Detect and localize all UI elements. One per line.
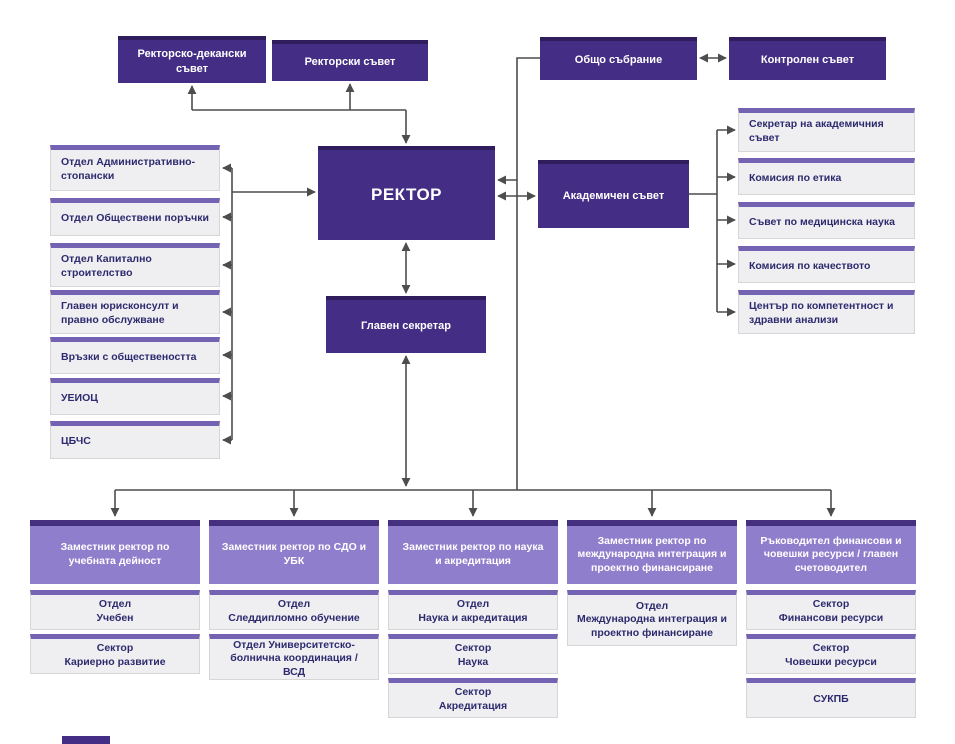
node-akademichen-savet: Академичен съвет	[538, 160, 689, 228]
unit-otdel-kapitalno-stroitelstvo: Отдел Капитално строителство	[50, 243, 220, 287]
unit-otdel-mezhdunarodna-integracia: Отдел Международна интеграция и проектно…	[567, 590, 737, 646]
unit-sektor-akreditacia: Сектор Акредитация	[388, 678, 558, 718]
node-rektorsko-dekanski-savet: Ректорско-декански съвет	[118, 36, 266, 83]
unit-ueioc: УЕИОЦ	[50, 378, 220, 415]
unit-otdel-obshtestveni-porachki: Отдел Обществени поръчки	[50, 198, 220, 236]
node-rakovoditel-finansovi-choveshki-resursi: Ръководител финансови и човешки ресурси …	[746, 520, 916, 584]
unit-otdel-nauka-akreditacia: Отдел Наука и акредитация	[388, 590, 558, 630]
unit-komisia-etika: Комисия по етика	[738, 158, 915, 195]
partial-box-bottom	[62, 736, 110, 744]
unit-sektor-choveshki-resursi: Сектор Човешки ресурси	[746, 634, 916, 674]
node-rektorski-savet: Ректорски съвет	[272, 40, 428, 81]
unit-otdel-ucheben: Отдел Учебен	[30, 590, 200, 630]
node-rektor: РЕКТОР	[318, 146, 495, 240]
unit-centar-kompetentnost: Център по компетентност и здравни анализ…	[738, 290, 915, 334]
unit-vrazki-s-obshtestvenostta: Връзки с обществеността	[50, 337, 220, 374]
unit-komisia-kachestvoto: Комисия по качеството	[738, 246, 915, 283]
unit-sekretar-akademichen-savet: Секретар на академичния съвет	[738, 108, 915, 152]
node-zam-rektor-mezhdunarodna-integracia: Заместник ректор по международна интегра…	[567, 520, 737, 584]
unit-sektor-nauka: Сектор Наука	[388, 634, 558, 674]
unit-sektor-karierno-razvitie: Сектор Кариерно развитие	[30, 634, 200, 674]
unit-cbchs: ЦБЧС	[50, 421, 220, 459]
unit-sukpb: СУКПБ	[746, 678, 916, 718]
node-zam-rektor-nauka-akreditacia: Заместник ректор по наука и акредитация	[388, 520, 558, 584]
unit-glaven-yuriskonsult: Главен юрисконсулт и правно обслужване	[50, 290, 220, 334]
unit-otdel-sleddiplomno-obuchenie: Отдел Следдипломно обучение	[209, 590, 379, 630]
node-kontrolen-savet: Контролен съвет	[729, 37, 886, 80]
node-obshto-sabranie: Общо събрание	[540, 37, 697, 80]
node-zam-rektor-sdo-ubk: Заместник ректор по СДО и УБК	[209, 520, 379, 584]
node-glaven-sekretar: Главен секретар	[326, 296, 486, 353]
unit-sektor-finansovi-resursi: Сектор Финансови ресурси	[746, 590, 916, 630]
unit-otdel-administrativno-stopanski: Отдел Административно-стопански	[50, 145, 220, 191]
unit-savet-medicinska-nauka: Съвет по медицинска наука	[738, 202, 915, 239]
unit-otdel-universitetsko-bolnichna: Отдел Университетско- болнична координац…	[209, 634, 379, 680]
node-zam-rektor-uchebna-deynost: Заместник ректор по учебната дейност	[30, 520, 200, 584]
